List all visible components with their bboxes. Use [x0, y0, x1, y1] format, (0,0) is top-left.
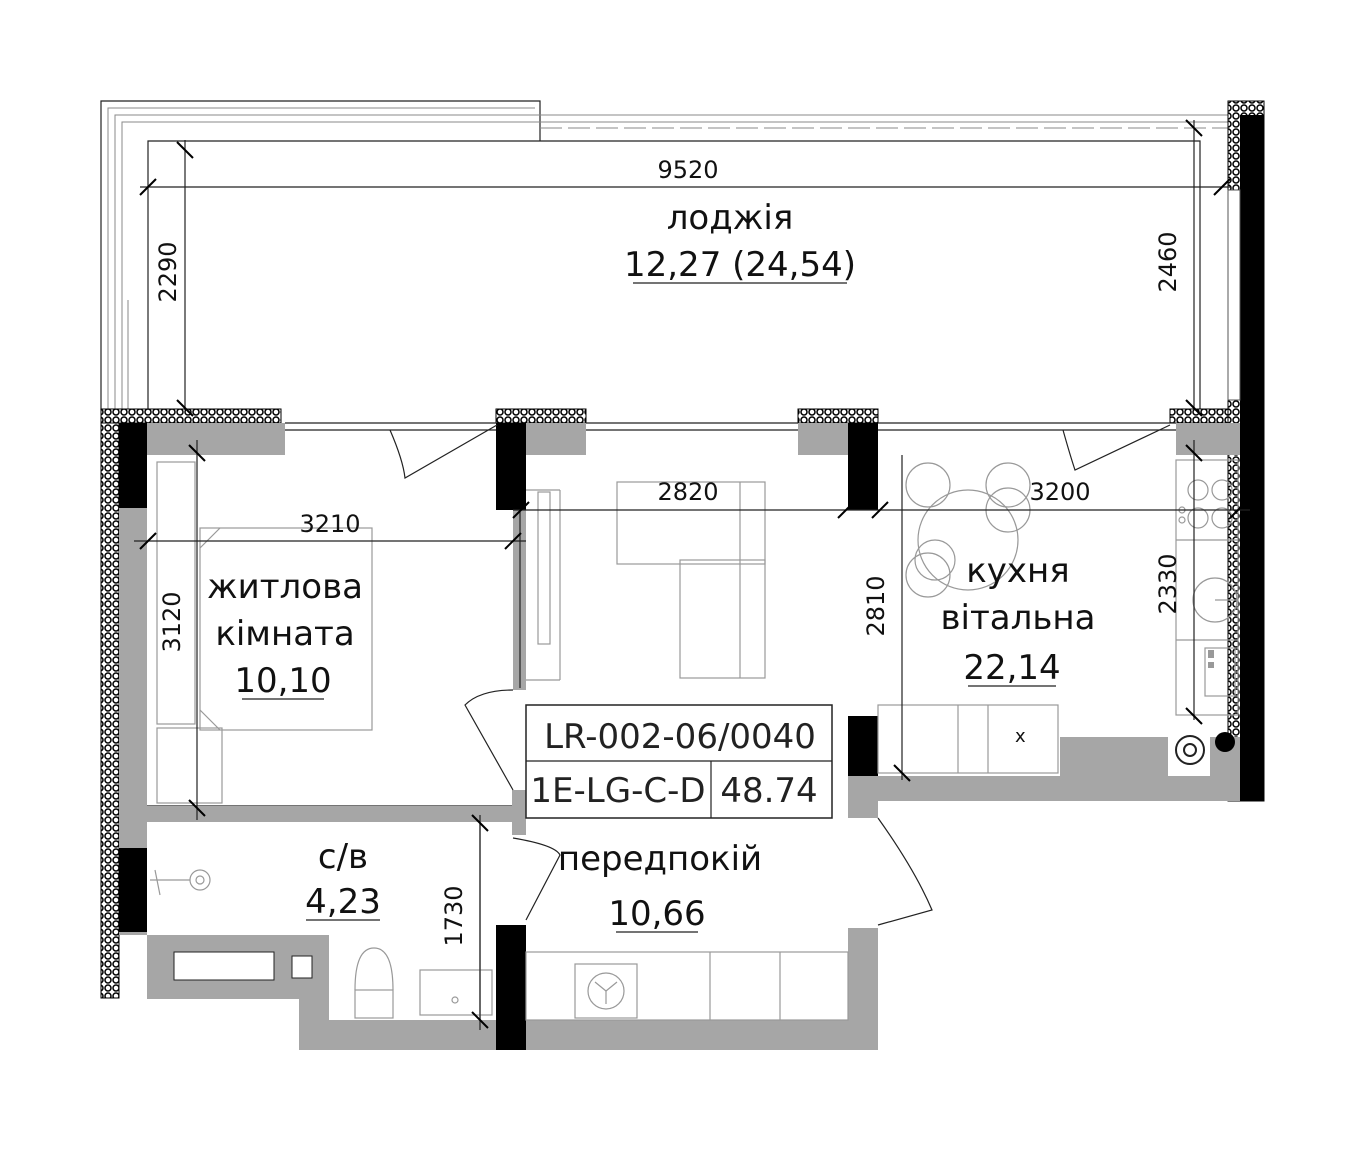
dim-loggia-left: 2290 [154, 241, 182, 302]
tag-code: LR-002-06/0040 [544, 717, 816, 757]
walls [100, 408, 1240, 1050]
dim-living-width: 2820 [657, 478, 718, 506]
tag-type: 1E-LG-C-D [530, 771, 705, 811]
loggia-frame [100, 100, 1265, 802]
dimension-lines [134, 119, 1250, 1030]
dim-kitchen-depth-left: 2810 [862, 575, 890, 636]
tag-total-area: 48.74 [720, 771, 817, 811]
kitchen-name-2: вітальна [941, 598, 1096, 638]
dim-bath-depth: 1730 [440, 885, 468, 946]
sink-icon [1192, 577, 1238, 623]
dim-bedroom-depth: 3120 [158, 591, 186, 652]
dim-kitchen-depth-right: 2330 [1154, 553, 1182, 614]
dim-loggia-right: 2460 [1154, 231, 1182, 292]
hallway-area: 10,66 [608, 894, 705, 934]
labels: лоджія 12,27 (24,54) житлова кімната 10,… [154, 156, 1182, 947]
toilet-icon [354, 947, 394, 1019]
washing-machine-icon [574, 963, 638, 1019]
furniture: x [150, 459, 1239, 1021]
loggia-area: 12,27 (24,54) [624, 245, 856, 285]
kitchen-name-1: кухня [966, 551, 1069, 591]
hallway-name: передпокій [558, 839, 762, 879]
dim-bedroom-width: 3210 [299, 510, 360, 538]
bathroom-area: 4,23 [305, 882, 381, 922]
loggia-name: лоджія [667, 198, 794, 238]
stove-icon [1178, 479, 1233, 529]
kitchen-area: 22,14 [963, 648, 1060, 688]
svg-text:x: x [1015, 726, 1026, 747]
bedroom-area: 10,10 [234, 661, 331, 701]
bedroom-name-1: житлова [207, 567, 363, 607]
dim-loggia-width: 9520 [657, 156, 718, 184]
shower-icon [150, 869, 211, 896]
dim-kitchen-width: 3200 [1029, 478, 1090, 506]
bathroom-name: с/в [318, 837, 368, 877]
apartment-tag [525, 704, 833, 819]
bedroom-name-2: кімната [215, 614, 354, 654]
